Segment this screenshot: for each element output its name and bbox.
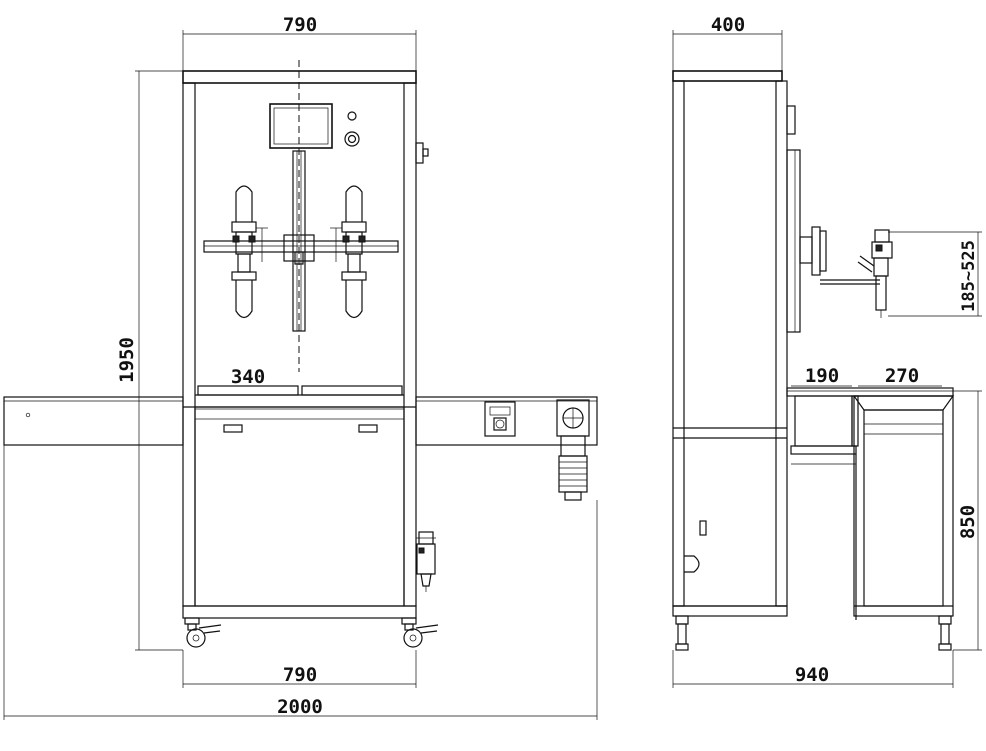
front-left-caster (184, 617, 222, 648)
dim-top-width: 790 (283, 14, 317, 36)
side-frame (672, 70, 788, 617)
dim-tray-width: 340 (231, 366, 265, 388)
side-dimension-lines (672, 30, 982, 688)
front-view: 790 1950 340 790 2000 (3, 14, 598, 720)
side-casters (675, 615, 952, 651)
air-filter-regulator (416, 531, 436, 592)
dim-part-b: 270 (885, 365, 919, 387)
side-nozzle-assembly (799, 226, 893, 318)
front-dimension-lines (3, 30, 598, 720)
front-conveyor (3, 396, 598, 446)
dim-base-width: 790 (283, 664, 317, 686)
conveyor-control-box (484, 401, 516, 437)
dim-overall-depth: 940 (795, 664, 829, 686)
side-conveyor-box (852, 395, 955, 617)
dim-part-a: 190 (805, 365, 839, 387)
side-conveyor (786, 387, 954, 620)
front-trays (197, 385, 403, 396)
dim-top-depth: 400 (711, 14, 745, 36)
side-view: 400 185~525 190 270 850 940 (672, 14, 982, 688)
front-right-caster (401, 617, 439, 648)
right-nozzle (330, 185, 367, 319)
control-screen (269, 103, 429, 164)
left-nozzle (231, 185, 268, 319)
dim-overall-length: 2000 (277, 696, 323, 718)
front-cabinet (194, 406, 405, 607)
side-panel (786, 105, 801, 333)
dim-nozzle-range: 185~525 (959, 240, 979, 312)
conveyor-motor (556, 399, 590, 501)
dim-conveyor-height: 850 (957, 505, 979, 539)
dim-height: 1950 (116, 337, 138, 383)
